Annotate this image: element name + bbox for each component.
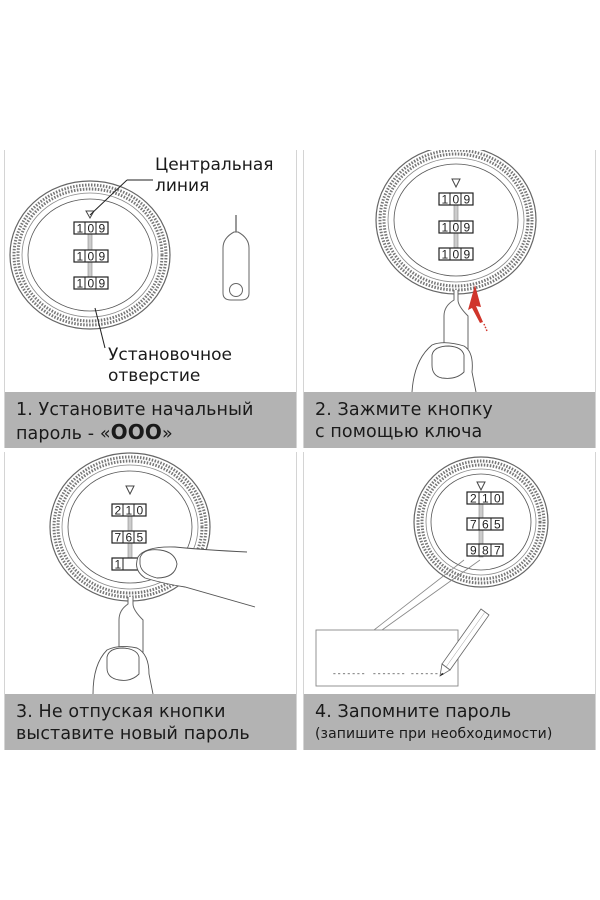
- step-2-panel: 1 0 9 1 0 9 1 0 9: [303, 150, 596, 448]
- svg-text:9: 9: [470, 544, 477, 558]
- step-1-caption: 1. Установите начальный пароль - «OOO»: [5, 392, 296, 448]
- step-4-panel: 2 1 0 7 6 5 9 8 7 ------- ------- ------…: [303, 452, 596, 750]
- combination-lock-icon: 2 1 0 7 6 5 9 8 7 ------- ------- ------…: [315, 456, 549, 687]
- svg-text:-------: -------: [332, 670, 366, 679]
- dial-row-3: 1 0 9: [438, 247, 474, 262]
- hand-turning-icon: [136, 546, 256, 608]
- svg-text:9: 9: [99, 222, 106, 236]
- combination-lock-icon: 1 0 9 1 0 9 1 0 9: [9, 179, 250, 349]
- svg-text:0: 0: [453, 248, 460, 262]
- reset-pin-key-icon: [222, 215, 250, 301]
- svg-text:6: 6: [482, 518, 489, 532]
- svg-text:9: 9: [99, 277, 106, 291]
- dial-row-1: 2 1 0: [466, 491, 504, 506]
- svg-text:9: 9: [99, 250, 106, 264]
- svg-text:7: 7: [470, 518, 477, 532]
- svg-text:9: 9: [464, 248, 471, 262]
- svg-text:0: 0: [88, 250, 95, 264]
- svg-text:1: 1: [442, 248, 449, 262]
- step-3-caption: 3. Не отпуская кнопки выставите новый па…: [5, 694, 296, 750]
- dial-row-2: 1 0 9: [438, 220, 474, 235]
- pencil-icon: [439, 608, 490, 677]
- step-4-caption: 4. Запомните пароль (запишите при необхо…: [304, 694, 595, 750]
- svg-text:5: 5: [137, 531, 144, 545]
- svg-text:0: 0: [137, 504, 144, 518]
- combination-lock-icon: 2 1 0 7 6 5 1: [49, 452, 256, 694]
- svg-text:1: 1: [442, 193, 449, 207]
- svg-text:1: 1: [126, 504, 133, 518]
- finger-press-icon: [411, 342, 477, 392]
- dial-row-3: 1 0 9: [73, 276, 109, 291]
- svg-text:6: 6: [126, 531, 133, 545]
- svg-text:1: 1: [77, 222, 84, 236]
- svg-text:1: 1: [115, 558, 122, 572]
- svg-text:1: 1: [482, 492, 489, 506]
- dial-row-2: 7 6 5: [111, 530, 147, 545]
- dial-row-1: 2 1 0: [111, 503, 147, 518]
- dial-row-3: 9 8 7: [466, 543, 504, 558]
- step-2-caption: 2. Зажмите кнопку с помощью ключа: [304, 392, 595, 448]
- svg-text:1: 1: [77, 250, 84, 264]
- svg-text:7: 7: [494, 544, 501, 558]
- notepad-icon: ------- ------- -------: [315, 629, 459, 687]
- dial-row-2: 7 6 5: [466, 517, 504, 532]
- svg-text:0: 0: [88, 277, 95, 291]
- step-3-panel: 2 1 0 7 6 5 1 3. Не отпуск: [4, 452, 297, 750]
- svg-text:2: 2: [115, 504, 122, 518]
- svg-text:0: 0: [453, 221, 460, 235]
- svg-text:9: 9: [464, 193, 471, 207]
- svg-text:-------: -------: [372, 670, 406, 679]
- svg-text:5: 5: [494, 518, 501, 532]
- step-1-panel: 1 0 9 1 0 9 1 0 9 Центральная линия Уст: [4, 150, 297, 448]
- svg-text:8: 8: [482, 544, 489, 558]
- svg-text:1: 1: [442, 221, 449, 235]
- svg-text:0: 0: [88, 222, 95, 236]
- finger-press-icon: [92, 645, 154, 694]
- svg-text:1: 1: [77, 277, 84, 291]
- dial-row-1: 1 0 9: [73, 221, 109, 236]
- svg-text:-------: -------: [410, 670, 444, 679]
- dial-row-2: 1 0 9: [73, 249, 109, 264]
- combination-lock-icon: 1 0 9 1 0 9 1 0 9: [375, 150, 537, 392]
- svg-text:0: 0: [494, 492, 501, 506]
- dial-row-1: 1 0 9: [438, 192, 474, 207]
- svg-text:9: 9: [464, 221, 471, 235]
- reset-hole-label: Установочное отверстие: [108, 345, 232, 386]
- svg-text:0: 0: [453, 193, 460, 207]
- svg-text:7: 7: [115, 531, 122, 545]
- center-line-label: Центральная линия: [155, 155, 274, 196]
- svg-text:2: 2: [470, 492, 477, 506]
- red-arrow-icon: [468, 285, 488, 332]
